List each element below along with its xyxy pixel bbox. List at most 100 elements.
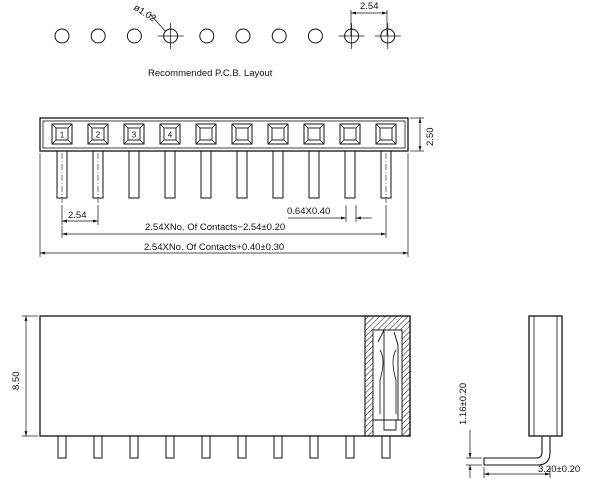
section-cutaway — [364, 315, 411, 437]
contact-cell — [375, 123, 397, 145]
front-pin — [200, 150, 212, 199]
pcb-hole — [54, 28, 70, 44]
cell-bevel — [303, 139, 309, 145]
contact-cell — [303, 123, 325, 145]
side-pin — [201, 435, 211, 459]
contact-cell — [87, 123, 109, 145]
contact-cell — [123, 123, 145, 145]
side-pin — [93, 435, 103, 459]
contact-opening — [55, 127, 69, 141]
side-pins — [57, 435, 391, 459]
cell-bevel — [319, 139, 325, 145]
cell-bevel — [319, 123, 325, 129]
contact-opening — [91, 127, 105, 141]
side-pin — [381, 435, 391, 459]
cell-bevel — [339, 123, 345, 129]
cell-bevel — [51, 123, 57, 129]
total-span-label: 2.54XNo. Of Contacts+0.40±0.30 — [144, 242, 284, 253]
contact-cell — [339, 123, 361, 145]
pin-size-label: 0.64X0.40 — [287, 206, 330, 217]
cell-bevel — [51, 139, 57, 145]
contact-cell — [195, 123, 217, 145]
front-height-label: 2.50 — [425, 128, 436, 147]
side-pin — [165, 435, 175, 459]
cell-bevel — [231, 123, 237, 129]
cell-bevel — [211, 123, 217, 129]
cell-bevel — [159, 139, 165, 145]
pin-length-dimension: 3.20±0.20 — [483, 464, 580, 478]
cell-bevel — [139, 123, 145, 129]
cell-bevel — [355, 139, 361, 145]
side-housing — [39, 315, 411, 437]
pin-number-label: 4 — [168, 131, 173, 140]
cell-bevel — [247, 123, 253, 129]
front-pin — [164, 150, 176, 199]
cell-bevel — [211, 139, 217, 145]
cell-bevel — [87, 139, 93, 145]
pcb-hole — [90, 28, 106, 44]
cell-bevel — [159, 123, 165, 129]
pcb-hole — [235, 28, 251, 44]
front-pitch-label: 2.54 — [68, 210, 87, 221]
contacts-span-label: 2.54XNo. Of Contacts−2.54±0.20 — [145, 222, 285, 233]
cell-bevel — [67, 123, 73, 129]
cell-bevel — [195, 123, 201, 129]
pin-number-label: 2 — [96, 131, 101, 140]
side-pin — [345, 435, 355, 459]
cell-bevel — [175, 123, 181, 129]
side-pin — [237, 435, 247, 459]
contact-opening — [343, 127, 357, 141]
side-pin — [309, 435, 319, 459]
cell-bevel — [283, 139, 289, 145]
pcb-layout-caption: Recommended P.C.B. Layout — [148, 68, 273, 79]
front-pin — [128, 150, 140, 199]
hole-diameter-callout: ø1.02 — [131, 2, 167, 33]
pcb-hole — [126, 28, 142, 44]
pcb-hole — [307, 28, 323, 44]
cell-bevel — [355, 123, 361, 129]
cell-bevel — [375, 139, 381, 145]
cell-bevel — [267, 139, 273, 145]
contact-opening — [379, 127, 393, 141]
pin-height-label: 1.16±0.20 — [458, 383, 469, 425]
contact-opening — [307, 127, 321, 141]
contact-opening — [127, 127, 141, 141]
side-pin — [57, 435, 67, 459]
side-pin — [129, 435, 139, 459]
end-view — [483, 315, 563, 466]
contact-cell — [159, 123, 181, 145]
pcb-pitch-label: 2.54 — [360, 1, 379, 12]
front-height-dimension: 2.50 — [410, 117, 436, 152]
cell-bevel — [123, 139, 129, 145]
cell-bevel — [139, 139, 145, 145]
pin-number-label: 3 — [132, 131, 137, 140]
contact-opening — [271, 127, 285, 141]
pcb-hole — [271, 28, 287, 44]
pcb-hole-row — [54, 23, 401, 49]
cell-bevel — [391, 139, 397, 145]
pin-number-label: 1 — [60, 131, 65, 140]
cell-bevel — [303, 123, 309, 129]
cell-bevel — [391, 123, 397, 129]
cell-bevel — [67, 139, 73, 145]
cell-bevel — [231, 139, 237, 145]
contact-cells: 1 2 3 4 — [51, 123, 397, 145]
cell-bevel — [247, 139, 253, 145]
hole-diameter-label: ø1.02 — [131, 2, 157, 24]
pcb-pitch-dimension: 2.54 — [350, 1, 388, 36]
pin-length-label: 3.20±0.20 — [538, 464, 580, 475]
side-pin — [273, 435, 283, 459]
side-view — [39, 315, 411, 459]
side-height-dimension: 8.50 — [11, 315, 38, 437]
cell-bevel — [339, 139, 345, 145]
side-height-label: 8.50 — [11, 372, 22, 391]
front-view: 1 2 3 4 — [39, 117, 409, 205]
contact-cell — [267, 123, 289, 145]
cell-bevel — [267, 123, 273, 129]
cell-bevel — [103, 139, 109, 145]
cell-bevel — [87, 123, 93, 129]
cell-bevel — [175, 139, 181, 145]
contact-opening — [235, 127, 249, 141]
contact-cell — [231, 123, 253, 145]
contact-cell — [51, 123, 73, 145]
